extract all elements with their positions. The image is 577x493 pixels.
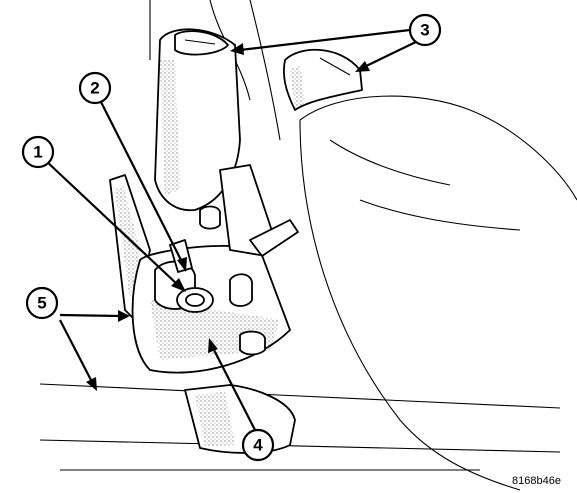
left-buckle — [154, 28, 241, 212]
callout-5-label: 5 — [37, 294, 46, 313]
right-buckle — [282, 48, 363, 111]
callout-1: 1 — [21, 135, 55, 169]
seat-cushion — [299, 95, 577, 491]
callout-4: 4 — [241, 428, 275, 462]
leader-lines — [44, 28, 421, 431]
callout-1-label: 1 — [33, 143, 42, 162]
callout-3-label: 3 — [420, 21, 429, 40]
callout-3: 3 — [408, 13, 442, 47]
callout-5: 5 — [25, 286, 59, 320]
callout-2-label: 2 — [90, 79, 99, 98]
floor-lines — [39, 383, 561, 471]
figure-code: 8168b46e — [512, 475, 561, 487]
callout-4-label: 4 — [253, 436, 263, 455]
lower-anchor — [184, 384, 296, 454]
callout-2: 2 — [78, 71, 112, 105]
buckle-bracket — [109, 164, 299, 374]
